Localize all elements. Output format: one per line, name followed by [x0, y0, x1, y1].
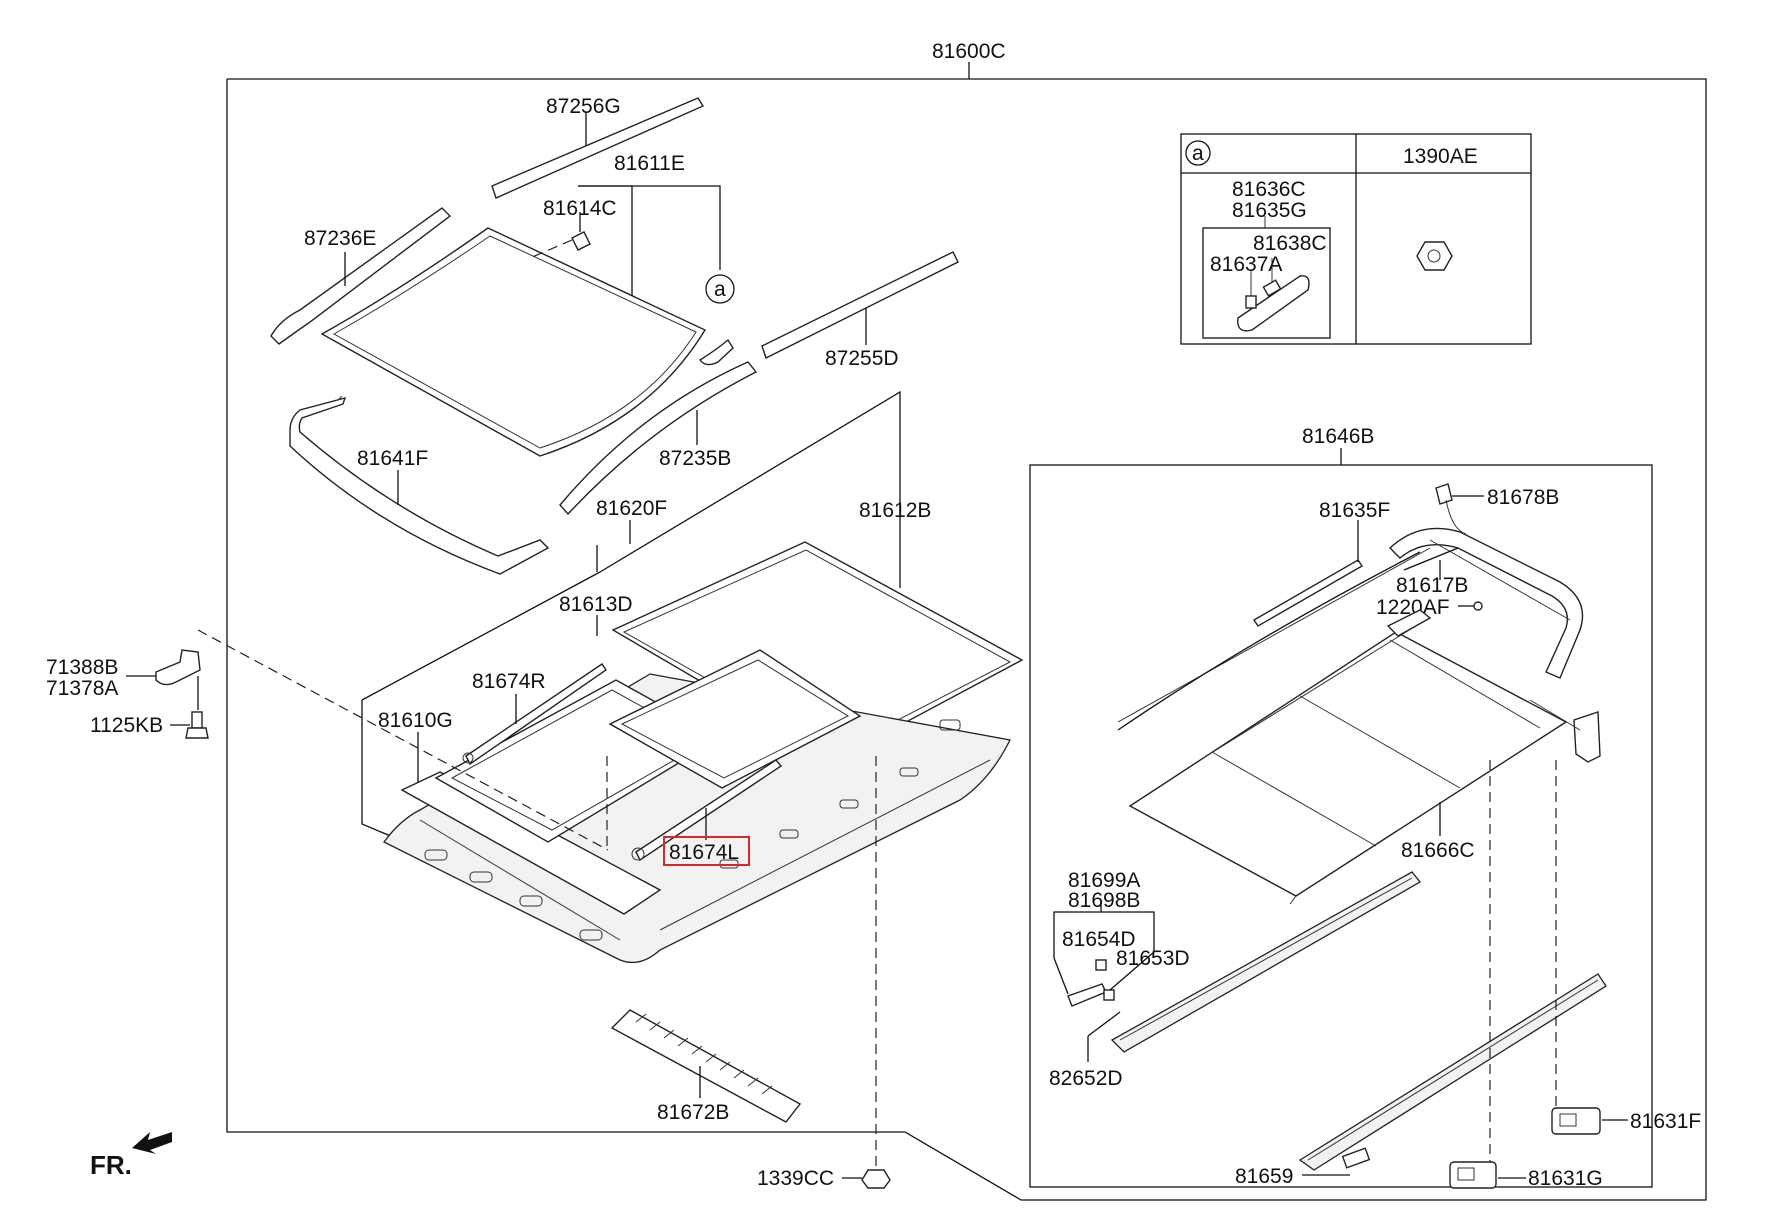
inset-label-1390AE: 1390AE	[1403, 145, 1478, 168]
label-81600C: 81600C	[932, 40, 1006, 63]
moulding-87235B	[559, 361, 758, 516]
nut-1339CC	[842, 1169, 891, 1189]
moulding-87236E	[270, 207, 452, 345]
label-87236E: 87236E	[304, 227, 376, 250]
nut-1390ae-part	[1416, 241, 1453, 271]
moulding-87256G	[491, 97, 705, 199]
sunshade-guide-frame	[1117, 527, 1601, 763]
reinforcement-81672B	[610, 1009, 802, 1123]
drain-hose-81674L	[631, 759, 783, 862]
assembly-dashed-lines	[197, 629, 877, 1166]
label-81698B: 81698B	[1068, 889, 1140, 912]
main-assembly-frame	[226, 62, 1707, 1201]
label-82652D: 82652D	[1049, 1067, 1123, 1090]
bolt-1125KB	[170, 711, 209, 739]
label-87235B: 87235B	[659, 447, 731, 470]
moulding-87255D	[761, 251, 959, 359]
bracket-81637a-part	[1237, 275, 1310, 332]
stopper-81659	[1302, 1147, 1371, 1176]
label-81631F: 81631F	[1630, 1110, 1701, 1133]
label-81666C: 81666C	[1401, 839, 1475, 862]
label-81635F: 81635F	[1319, 499, 1390, 522]
sunshade-panel	[400, 771, 662, 915]
inset-label-81635G: 81635G	[1232, 199, 1307, 222]
bracket-71388B	[126, 649, 201, 710]
callout-a-label: a	[714, 278, 726, 301]
label-81612B: 81612B	[859, 499, 931, 522]
label-81659: 81659	[1235, 1165, 1293, 1188]
label-81641F: 81641F	[357, 447, 428, 470]
label-1220AF: 1220AF	[1376, 596, 1450, 619]
label-81620F: 81620F	[596, 497, 667, 520]
sensor-81678B	[1435, 483, 1484, 535]
inset-label-81636C: 81636C	[1232, 178, 1306, 201]
callout-a-circle	[705, 274, 735, 304]
label-81672B: 81672B	[657, 1101, 729, 1124]
inset-table	[1180, 133, 1532, 345]
label-81614C: 81614C	[543, 197, 617, 220]
label-81611E: 81611E	[614, 152, 685, 175]
clip-81614C	[529, 212, 591, 259]
cable-81635F	[1117, 520, 1421, 731]
label-71388B: 71388B	[46, 656, 118, 679]
motor-81631F	[1551, 1107, 1628, 1135]
label-81678B: 81678B	[1487, 486, 1559, 509]
label-81674R: 81674R	[472, 670, 546, 693]
highlight-box-81674L	[663, 836, 750, 866]
label-81653D: 81653D	[1116, 947, 1190, 970]
label-71378A: 71378A	[46, 677, 118, 700]
label-1125KB: 1125KB	[90, 714, 163, 737]
label-81699A: 81699A	[1068, 869, 1140, 892]
inset-label-81637A: 81637A	[1210, 253, 1282, 276]
inset-callout-circle	[1185, 140, 1211, 166]
front-direction-arrow-icon	[132, 1132, 172, 1154]
module-frame-81620F	[361, 390, 901, 841]
label-87255D: 87255D	[825, 347, 899, 370]
label-81646B: 81646B	[1302, 425, 1374, 448]
pin-82652D	[1087, 1011, 1121, 1062]
label-1339CC: 1339CC	[757, 1167, 834, 1190]
motor-81631G	[1449, 1161, 1526, 1189]
label-81617B: 81617B	[1396, 574, 1468, 597]
label-81613D: 81613D	[559, 593, 633, 616]
label-81610G: 81610G	[378, 709, 453, 732]
glass-panel-81611E	[320, 185, 721, 457]
label-81654D: 81654D	[1062, 928, 1136, 951]
inset-label-81638C: 81638C	[1253, 232, 1327, 255]
sub-assembly-frame-81646B	[1029, 448, 1653, 1188]
deflector-frame-81641F	[289, 395, 550, 575]
rod-81617B	[1403, 547, 1459, 580]
bracket-a-part	[698, 338, 734, 366]
guide-rail-left	[1110, 871, 1421, 1053]
label-front: FR.	[90, 1150, 132, 1180]
sunshade-81666C	[1128, 609, 1568, 905]
inset-callout-a: a	[1192, 142, 1204, 165]
label-81674L: 81674L	[669, 841, 739, 864]
label-87256G: 87256G	[546, 95, 621, 118]
guide-rail-right	[1298, 760, 1607, 1171]
drain-hose-81674R	[462, 663, 607, 766]
label-81631G: 81631G	[1528, 1167, 1603, 1190]
group-81699A	[1053, 900, 1155, 1007]
screw-1220AF	[1458, 601, 1483, 611]
